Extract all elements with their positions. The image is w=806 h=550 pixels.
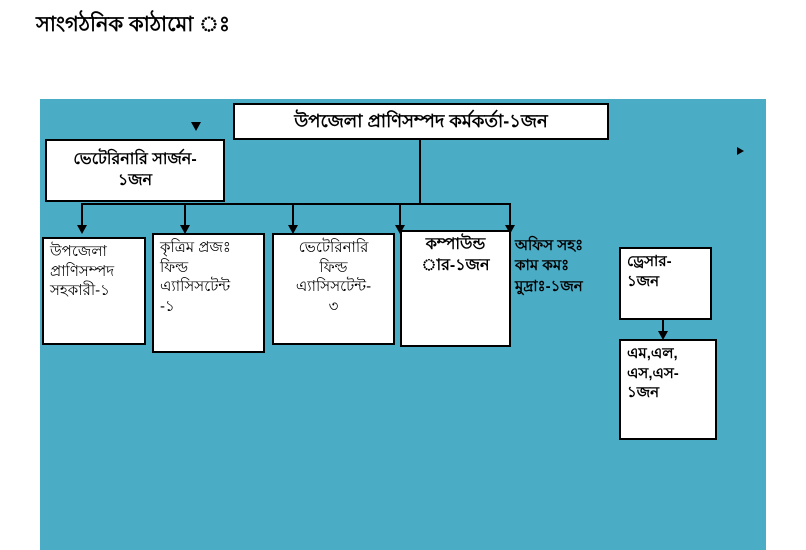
org-box-veterinary-surgeon: ভেটেরিনারি সার্জন- ১জন	[45, 139, 225, 202]
page-title: সাংগঠনিক কাঠামো ঃ	[36, 13, 231, 36]
org-box-veterinary-field-assistant: ভেটেরিনারি ফিল্ড এ্যাসিসটেন্ট- ৩	[272, 233, 395, 345]
arrow-down-icon-4	[395, 225, 405, 234]
connector-drop-1	[81, 205, 83, 225]
org-box-dresser: ড্রেসার- ১জন	[619, 247, 712, 320]
org-box-root: উপজেলা প্রাণিসম্পদ কর্মকর্তা-১জন	[233, 103, 609, 140]
arrow-down-icon-1	[77, 225, 87, 234]
org-label-office-assistant: অফিস সহঃ কাম কমঃ মুদ্রাঃ-১জন	[515, 237, 584, 295]
right-edge-mark-icon	[737, 147, 744, 155]
arrow-down-icon-3	[288, 225, 298, 234]
connector-dresser-stem	[662, 320, 664, 332]
arrow-down-icon-mlss	[658, 331, 668, 340]
org-box-compounder: কম্পাউন্ড ার-১জন	[400, 230, 511, 347]
org-box-livestock-assistant: উপজেলা প্রাণিসম্পদ সহকারী-১	[42, 237, 146, 345]
org-box-mlss: এম,এল, এস,এস- ১জন	[619, 339, 717, 440]
arrow-down-icon-5	[505, 225, 515, 234]
connector-drop-4	[399, 205, 401, 225]
org-box-artificial-insemination-field-assistant: কৃত্রিম প্রজঃ ফিল্ড এ্যাসিসটেন্ট -১	[152, 233, 265, 353]
arrow-down-icon-2	[180, 225, 190, 234]
arrow-down-icon-surgeon	[191, 122, 201, 131]
connector-horizontal	[81, 203, 511, 205]
connector-root-stem	[419, 139, 421, 205]
connector-drop-5	[509, 205, 511, 225]
connector-drop-2	[184, 205, 186, 225]
connector-drop-3	[292, 205, 294, 225]
